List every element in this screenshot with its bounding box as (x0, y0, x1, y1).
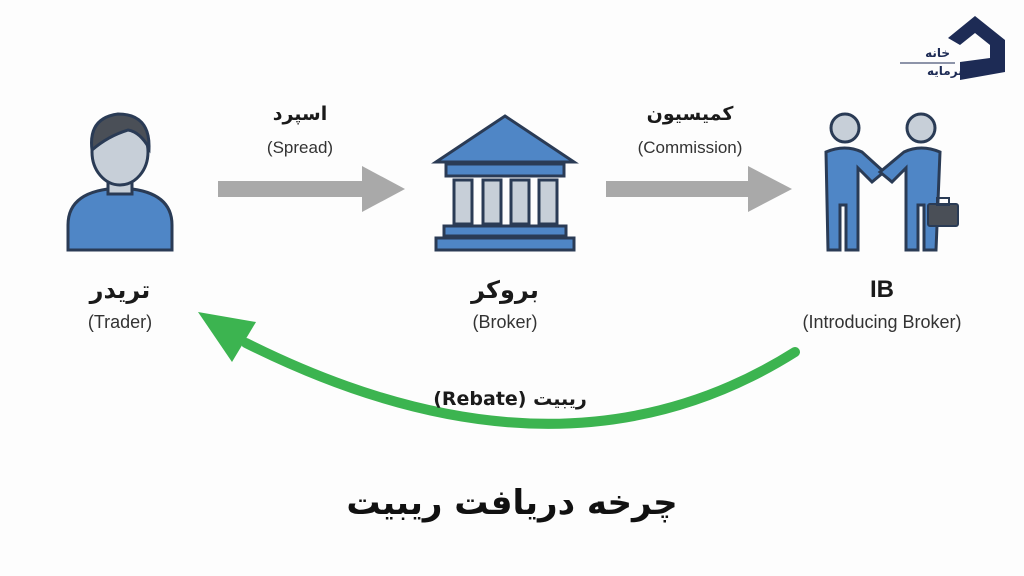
commission-label-en: (Commission) (637, 138, 743, 157)
handshake-icon (824, 112, 959, 252)
trader-label-fa: تریدر (89, 276, 151, 304)
rebate-label: ریبیت (Rebate) (433, 388, 587, 410)
commission-arrow (606, 166, 792, 212)
broker-label-en: (Broker) (472, 312, 538, 332)
person-icon (66, 112, 174, 252)
logo-icon (900, 16, 1005, 80)
broker-label-fa: بروکر (471, 276, 539, 304)
rebate-arrow (198, 312, 800, 429)
spread-arrow (218, 166, 405, 212)
ib-label: IB (870, 276, 894, 303)
logo-text-line2: سرمایه (927, 64, 970, 78)
logo-text-line1: خانه (925, 46, 950, 60)
spread-label-fa: اسپرد (272, 103, 328, 125)
commission-label-fa: کمیسیون (646, 103, 734, 125)
ib-label-en: (Introducing Broker) (802, 312, 962, 332)
spread-label-en: (Spread) (266, 138, 334, 157)
bank-icon (431, 114, 579, 252)
page-title: چرخه دریافت ریبیت (346, 483, 678, 523)
trader-label-en: (Trader) (87, 312, 153, 332)
